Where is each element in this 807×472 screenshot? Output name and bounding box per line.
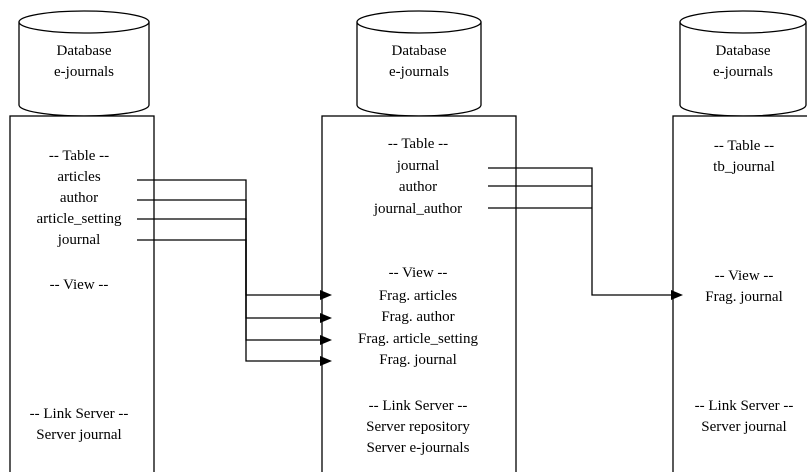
link-header-2: -- Link Server -- (369, 398, 468, 414)
arrowhead-frag-author (320, 313, 332, 323)
link-header-3: -- Link Server -- (695, 398, 794, 414)
view-item-2-frag-author: Frag. author (381, 309, 454, 325)
database-cylinder-3: Database e-journals (679, 10, 807, 117)
connectors-server1-to-server2 (137, 179, 332, 366)
table-header-2: -- Table -- (388, 136, 448, 152)
arrowhead-frag-journal (320, 356, 332, 366)
link-item-2-server-repository: Server repository (366, 419, 470, 435)
database-cylinder-2: Database e-journals (356, 10, 482, 117)
table-header-1: -- Table -- (49, 148, 109, 164)
database-name-2: e-journals (389, 64, 449, 80)
arrowhead-frag-article-setting (320, 335, 332, 345)
server-box-1 (9, 115, 155, 472)
database-label-1: Database (57, 43, 112, 59)
view-item-2-frag-journal: Frag. journal (379, 352, 456, 368)
connector-journal-to-frag (488, 167, 673, 296)
table-item-2-journal: journal (396, 158, 440, 174)
database-name-1: e-journals (54, 64, 114, 80)
connector-author (137, 199, 322, 319)
link-item-1-server-journal: Server journal (36, 427, 121, 443)
server-1: Database e-journals -- Table -- articles… (9, 10, 155, 472)
connector-journal (137, 239, 322, 362)
database-label-3: Database (716, 43, 771, 59)
database-cylinder-1: Database e-journals (18, 10, 150, 117)
connectors-server2-to-server3 (488, 167, 683, 300)
database-label-2: Database (392, 43, 447, 59)
arrowhead-frag-journal-server3 (671, 290, 683, 300)
link-item-3-server-journal: Server journal (701, 419, 786, 435)
database-name-3: e-journals (713, 64, 773, 80)
table-item-3-tb-journal: tb_journal (713, 159, 775, 175)
view-header-1: -- View -- (50, 277, 109, 293)
table-header-3: -- Table -- (714, 138, 774, 154)
connector-article-setting (137, 218, 322, 341)
table-item-1-article-setting: article_setting (37, 211, 122, 227)
server-box-2 (321, 115, 517, 472)
link-item-2-server-e-journals: Server e-journals (367, 440, 470, 456)
view-header-2: -- View -- (389, 265, 448, 281)
table-item-1-journal: journal (57, 232, 101, 248)
connector-articles (137, 179, 322, 296)
view-header-3: -- View -- (715, 268, 774, 284)
view-item-2-frag-articles: Frag. articles (379, 288, 457, 304)
arrowhead-frag-articles (320, 290, 332, 300)
table-item-2-author: author (399, 179, 437, 195)
server-3: Database e-journals -- Table -- tb_journ… (672, 10, 807, 472)
server-2: Database e-journals -- Table -- journal … (321, 10, 517, 472)
table-item-2-journal-author: journal_author (373, 201, 462, 217)
view-item-2-frag-article-setting: Frag. article_setting (358, 331, 478, 347)
link-header-1: -- Link Server -- (30, 406, 129, 422)
table-item-1-articles: articles (57, 169, 100, 185)
view-item-3-frag-journal: Frag. journal (705, 289, 782, 305)
table-item-1-author: author (60, 190, 98, 206)
